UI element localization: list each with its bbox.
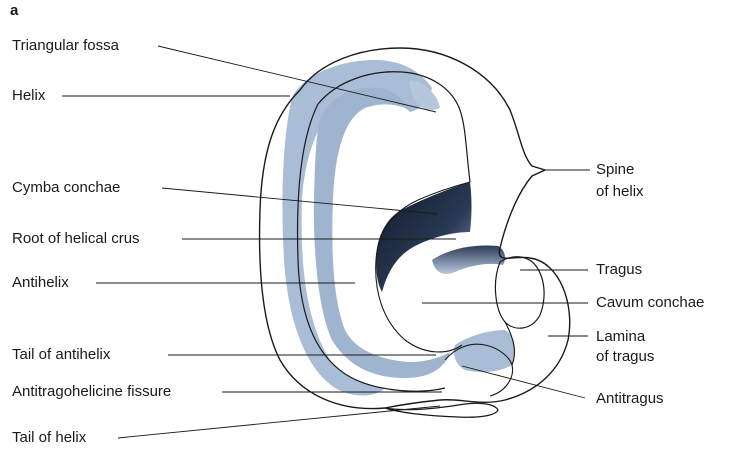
label-lamina-of-tragus-line1: Lamina <box>596 328 645 345</box>
label-helix: Helix <box>12 87 45 104</box>
cavum-conchae-shading <box>432 246 505 275</box>
label-spine-of-helix-line2: of helix <box>596 183 644 200</box>
label-cavum-conchae: Cavum conchae <box>596 294 704 311</box>
label-antitragohelicine-fissure: Antitragohelicine fissure <box>12 383 171 400</box>
label-lamina-of-tragus-line2: of tragus <box>596 348 654 365</box>
label-triangular-fossa: Triangular fossa <box>12 37 119 54</box>
label-root-of-helical-crus: Root of helical crus <box>12 230 140 247</box>
label-antihelix: Antihelix <box>12 274 69 291</box>
tragus-outline <box>495 257 544 328</box>
label-antitragus: Antitragus <box>596 390 664 407</box>
leader-tail-helix <box>118 406 440 438</box>
label-tragus: Tragus <box>596 261 642 278</box>
label-spine-of-helix-line1: Spine <box>596 161 634 178</box>
label-cymba-conchae: Cymba conchae <box>12 179 120 196</box>
cymba-conchae-shading <box>376 182 472 292</box>
label-tail-of-antihelix: Tail of antihelix <box>12 346 110 363</box>
antitragus-shading <box>454 330 515 372</box>
panel-letter: a <box>10 2 18 19</box>
label-tail-of-helix: Tail of helix <box>12 429 86 446</box>
